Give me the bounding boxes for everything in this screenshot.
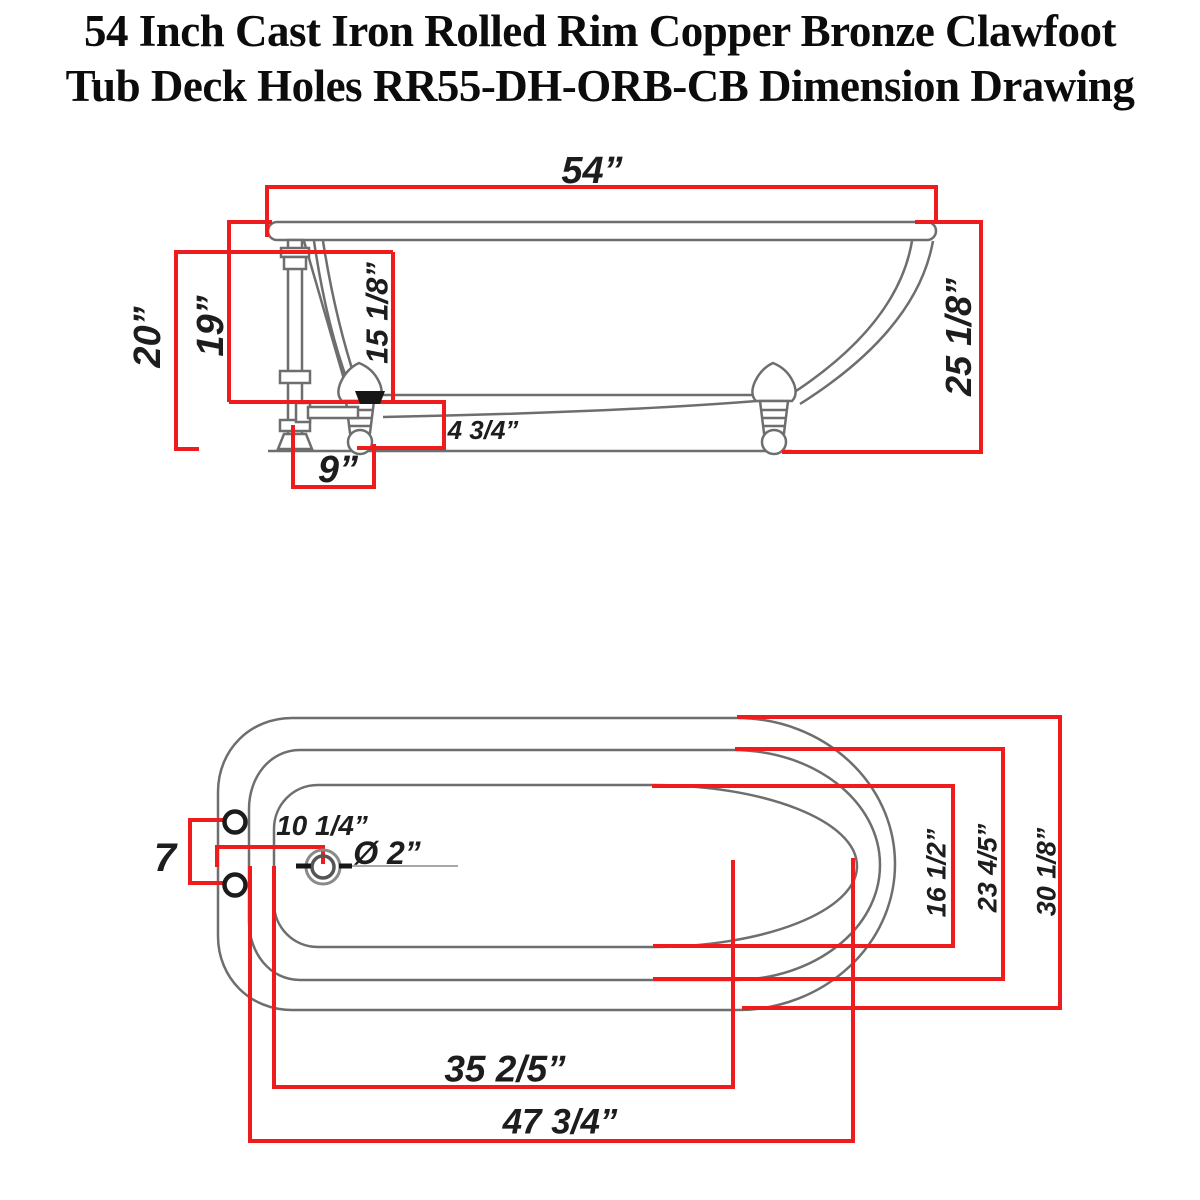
dim-line-30-1-8: [737, 715, 1062, 1010]
dim-line-23-4-5: [653, 747, 1005, 981]
dim-line-25-1-8: [782, 220, 983, 454]
dim-label-overall-height: 25 1/8”: [938, 277, 979, 397]
dim-label-body-length: 47 3/4”: [502, 1102, 618, 1142]
faucet-hole-bottom: [222, 872, 248, 898]
dim-label-faucet-height: 20”: [127, 306, 169, 368]
dim-line-9: [291, 425, 376, 489]
dim-line-47-3-4: [248, 858, 855, 1143]
dim-label-faucet-hole-spacing: 7: [153, 836, 177, 880]
page-title-line-2: Tub Deck Holes RR55-DH-ORB-CB Dimension …: [65, 61, 1135, 111]
dim-label-overall-width: 30 1/8”: [1031, 827, 1062, 917]
drain-hole-inner: [310, 854, 336, 880]
dim-label-interior-depth: 15 1/8”: [359, 262, 395, 364]
dim-line-7: [188, 818, 227, 885]
dim-line-19: [227, 220, 272, 402]
side-view-dimension-lines: [174, 185, 983, 489]
top-view-dimension-lines: [188, 715, 1062, 1143]
dim-label-drain-from-end: 10 1/4”: [276, 810, 368, 841]
page-title-line-1: 54 Inch Cast Iron Rolled Rim Copper Bron…: [83, 6, 1117, 56]
tub-rim-side: [266, 220, 938, 242]
tub-top-outline: [216, 716, 897, 1012]
deck-holes-and-drain: [222, 809, 352, 898]
dim-label-basin-width: 16 1/2”: [921, 828, 952, 918]
dim-label-drain-to-floor: 4 3/4”: [447, 415, 519, 445]
dim-label-body-width: 23 4/5”: [972, 823, 1003, 913]
dim-label-rim-to-bottom: 19”: [190, 295, 232, 357]
faucet-hole-top: [222, 809, 248, 835]
basin-edge: [272, 783, 859, 949]
drain-flange: [355, 391, 385, 404]
dim-line-35-2-5: [272, 860, 735, 1089]
dim-label-overall-length: 54”: [561, 150, 623, 192]
dim-label-drain-offset: 9”: [317, 449, 359, 491]
dim-label-drain-diameter: Ø 2”: [353, 835, 421, 871]
dim-line-4-3-4: [357, 400, 446, 450]
dim-label-basin-length: 35 2/5”: [444, 1048, 566, 1090]
side-view-drawing: [174, 185, 983, 489]
top-view-drawing: [188, 715, 1062, 1143]
dim-line-54: [265, 185, 938, 237]
right-clawfoot: [751, 361, 797, 456]
dim-line-16-1-2: [652, 784, 955, 948]
page-title: 54 Inch Cast Iron Rolled Rim Copper Bron…: [0, 4, 1200, 114]
